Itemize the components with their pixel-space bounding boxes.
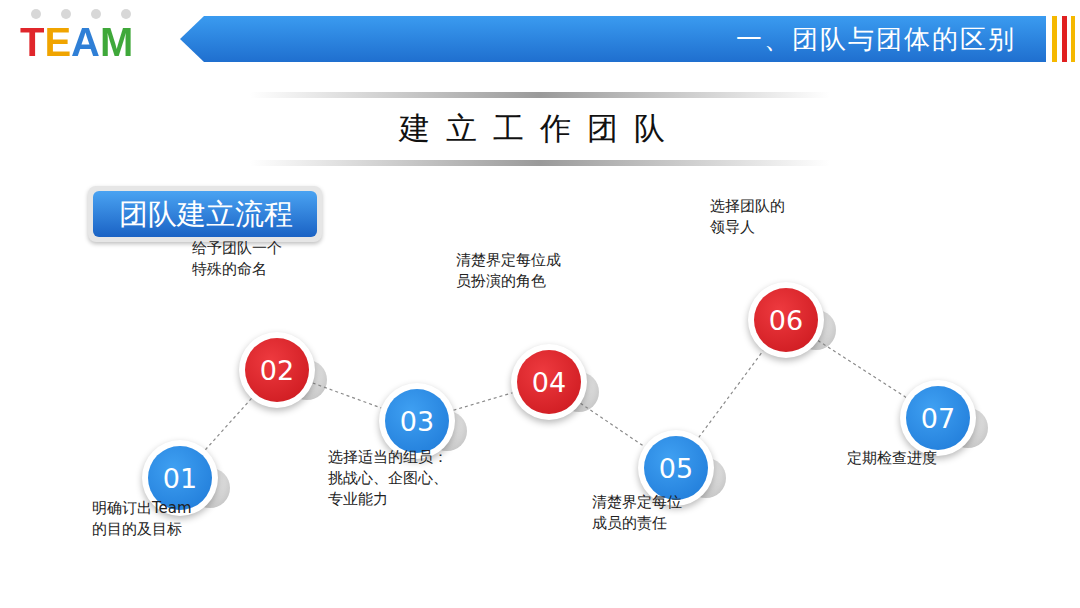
step-caption: 定期检查进度 bbox=[847, 448, 977, 469]
dashed-connector bbox=[313, 383, 382, 408]
step-caption: 选择适当的组员：挑战心、企图心、专业能力 bbox=[328, 447, 454, 510]
accent-bar bbox=[1052, 16, 1057, 62]
step-circle: 06选择团队的领导人 bbox=[748, 282, 824, 358]
step-circle: 01明确订出Team的目的及目标 bbox=[142, 440, 218, 516]
header-text: 一、团队与团体的区别 bbox=[736, 16, 1016, 62]
step-number: 04 bbox=[511, 344, 587, 420]
dashed-connector bbox=[818, 341, 906, 398]
step-circle: 07定期检查进度 bbox=[900, 380, 976, 456]
title-rule bbox=[250, 160, 830, 166]
dashed-connector bbox=[453, 393, 512, 410]
step-caption: 清楚界定每位成员的责任 bbox=[592, 492, 690, 534]
accent-bar bbox=[1062, 16, 1067, 62]
step-number: 02 bbox=[239, 332, 315, 408]
header-band: 一、团队与团体的区别 bbox=[180, 16, 1046, 62]
step-caption: 给予团队一个特殊的命名 bbox=[192, 238, 290, 280]
step-circle: 02给予团队一个特殊的命名 bbox=[239, 332, 315, 408]
section-title: 团队建立流程 bbox=[119, 197, 293, 231]
step-caption: 清楚界定每位成员扮演的角色 bbox=[456, 250, 568, 292]
step-circle: 03选择适当的组员：挑战心、企图心、专业能力 bbox=[379, 383, 455, 459]
accent-bar bbox=[1071, 16, 1075, 62]
step-number: 07 bbox=[900, 380, 976, 456]
header-arrow bbox=[180, 16, 1046, 62]
step-caption: 选择团队的领导人 bbox=[710, 196, 794, 238]
step-number: 03 bbox=[379, 383, 455, 459]
step-circle: 04清楚界定每位成员扮演的角色 bbox=[511, 344, 587, 420]
step-number: 06 bbox=[748, 282, 824, 358]
step-caption: 明确订出Team的目的及目标 bbox=[92, 498, 204, 540]
dashed-connector bbox=[205, 398, 251, 449]
dashed-connector bbox=[580, 403, 644, 446]
section-box: 团队建立流程 bbox=[88, 186, 322, 242]
section-box-inner: 团队建立流程 bbox=[93, 191, 317, 237]
logo-text: TEAM bbox=[20, 18, 133, 66]
slide-title: 建立工作团队 bbox=[290, 108, 790, 148]
title-rule bbox=[250, 92, 830, 98]
dashed-connector bbox=[699, 350, 764, 437]
step-circle: 05清楚界定每位成员的责任 bbox=[638, 430, 714, 506]
